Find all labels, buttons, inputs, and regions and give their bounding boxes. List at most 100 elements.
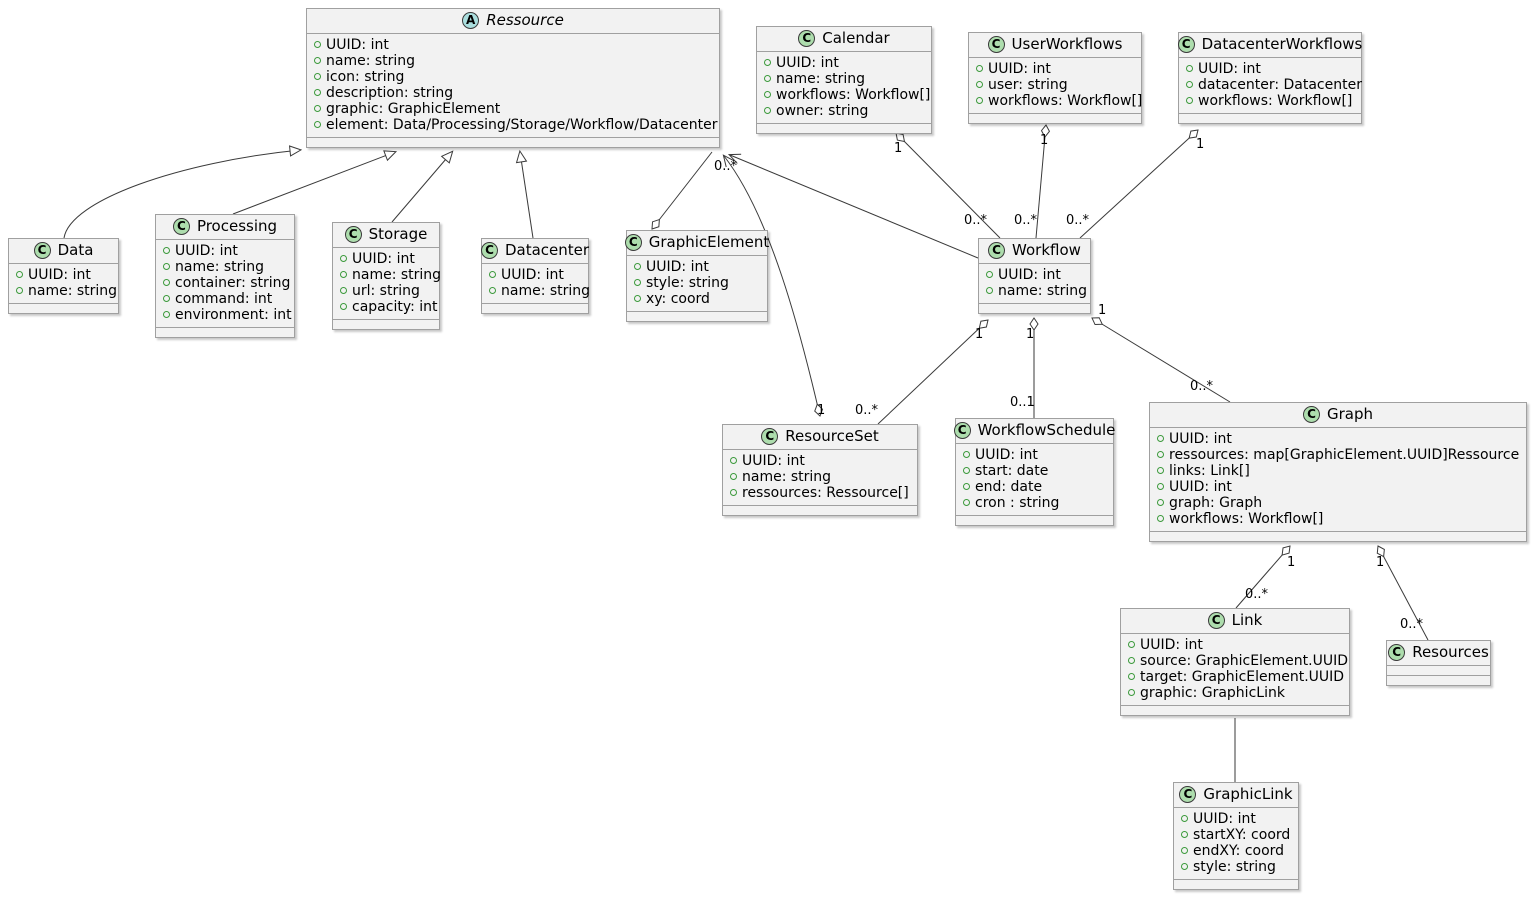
multiplicity-resourceset-ressource-end: 1 [817,403,826,418]
attribute-label: UUID: int [998,267,1061,283]
public-visibility-icon [314,105,321,112]
attribute-label: name: string [326,53,416,69]
attribute-row: UUID: int [163,243,287,259]
multiplicity-graph-link-end: 1 [1287,555,1296,570]
attribute-row: icon: string [314,69,712,85]
class-methods-userworkflows [969,114,1141,123]
attribute-label: UUID: int [988,61,1051,77]
class-methods-workflow [979,304,1090,313]
public-visibility-icon [1186,97,1193,104]
class-title-storage: Storage [368,225,428,243]
class-methods-graph [1150,532,1526,541]
public-visibility-icon [730,473,737,480]
attribute-row: UUID: int [986,267,1083,283]
public-visibility-icon [963,499,970,506]
attribute-label: UUID: int [175,243,238,259]
attribute-label: name: string [28,283,118,299]
public-visibility-icon [340,287,347,294]
public-visibility-icon [1181,831,1188,838]
attribute-row: graphic: GraphicLink [1128,685,1342,701]
class-badge-icon: C [1177,36,1195,53]
attribute-row: name: string [489,283,590,299]
attribute-row: name: string [16,283,117,299]
attribute-label: startXY: coord [1193,827,1291,843]
public-visibility-icon [976,81,983,88]
class-header-userworkflows: C UserWorkflows [969,33,1141,58]
public-visibility-icon [634,295,641,302]
attribute-label: owner: string [776,103,869,119]
attribute-row: description: string [314,85,712,101]
class-methods-calendar [757,124,931,133]
attribute-row: UUID: int [963,447,1106,463]
attribute-label: UUID: int [501,267,564,283]
attribute-row: name: string [314,53,712,69]
public-visibility-icon [314,73,321,80]
attribute-label: xy: coord [646,291,710,307]
attribute-label: graphic: GraphicLink [1140,685,1285,701]
attribute-label: name: string [352,267,442,283]
attribute-row: UUID: int [730,453,910,469]
public-visibility-icon [314,41,321,48]
attribute-label: graphic: GraphicElement [326,101,501,117]
attribute-label: UUID: int [742,453,805,469]
class-methods-resources [1387,676,1490,685]
attribute-label: UUID: int [1198,61,1261,77]
public-visibility-icon [986,287,993,294]
public-visibility-icon [163,247,170,254]
attribute-row: capacity: int [340,299,438,315]
attribute-label: ressources: map[GraphicElement.UUID]Ress… [1169,447,1520,463]
public-visibility-icon [1157,435,1164,442]
class-methods-link [1121,706,1349,715]
attribute-row: graphic: GraphicElement [314,101,712,117]
public-visibility-icon [314,57,321,64]
public-visibility-icon [1181,847,1188,854]
class-title-userworkflows: UserWorkflows [1011,35,1123,53]
public-visibility-icon [764,75,771,82]
attribute-label: UUID: int [28,267,91,283]
multiplicity-schedule-workflow-end: 0..1 [1010,395,1035,410]
public-visibility-icon [730,489,737,496]
attribute-label: UUID: int [646,259,709,275]
class-title-datacenterworkflows: DatacenterWorkflows [1201,35,1363,53]
public-visibility-icon [730,457,737,464]
public-visibility-icon [1181,815,1188,822]
class-badge-icon: C [761,428,779,445]
attribute-label: name: string [742,469,832,485]
class-title-graph: Graph [1326,405,1373,423]
public-visibility-icon [634,263,641,270]
class-badge-icon: C [987,36,1005,53]
class-methods-graphicelement [627,312,767,321]
attribute-row: container: string [163,275,290,291]
class-badge-icon: C [1179,786,1197,803]
public-visibility-icon [963,483,970,490]
public-visibility-icon [1186,65,1193,72]
attribute-row: ressources: Ressource[] [730,485,910,501]
attribute-row: workflows: Workflow[] [764,87,930,103]
public-visibility-icon [976,97,983,104]
